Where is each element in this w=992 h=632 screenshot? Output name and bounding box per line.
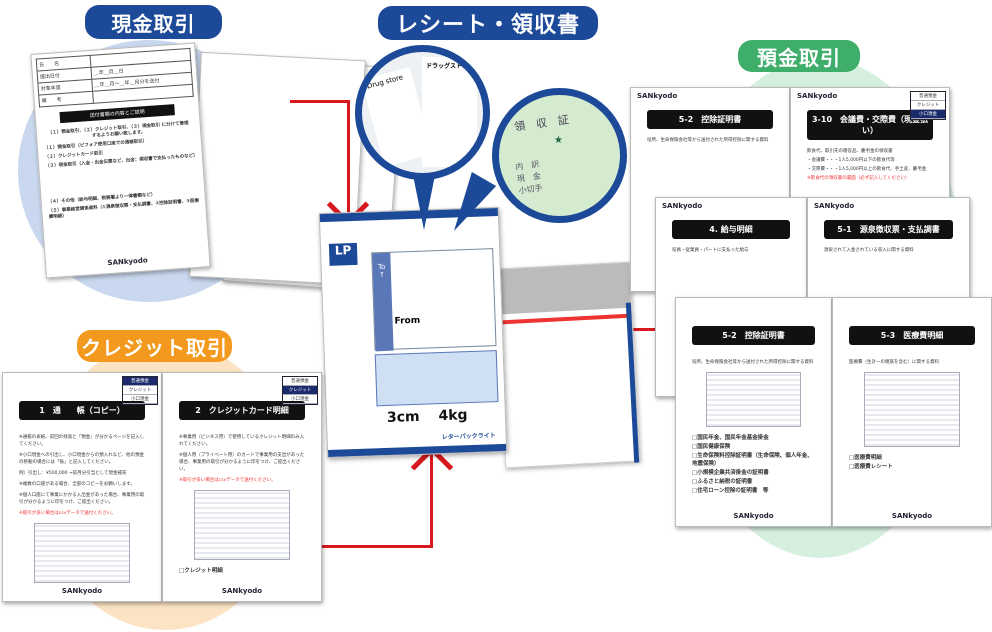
letter-pack-logo: LP [328, 242, 358, 266]
document-note: ※飲食代の領収書の裏面（必ず記入してください） [807, 176, 910, 181]
checklist-item: □国民健康保険 [692, 444, 731, 450]
receipts-lens: Drug store ドラッグストア [355, 45, 490, 180]
checklist-item: □クレジット明細 [179, 568, 223, 574]
checklist-item: □医療費レシート [849, 464, 893, 470]
document-note: ※取引が多い場合はcsvデータで送付ください。 [179, 478, 276, 483]
document-text: ※事業用（ビジネス用）で使用しているクレジット明細のみ入れてください。 [179, 435, 305, 447]
checklist-item: □医療費明細 [849, 455, 882, 461]
document-page: 5-2 控除証明書役所、生命保険会社等から送付された所得控除に関する資料 □国民年… [675, 297, 832, 527]
form-row-label: 備 考 [41, 96, 62, 105]
letter-pack-envelope: LP To↑ From 3cm 4kg レターパックライト [318, 206, 508, 459]
document-image [864, 372, 960, 447]
ryoshu-lens: 領 収 証 ★ 内 訳 現 金 小切手 [492, 88, 627, 223]
form-heading: 送付書類の内容とご説明 [59, 104, 175, 124]
account-tag: クレジット [911, 101, 945, 110]
logo: SANkyodo [733, 512, 774, 520]
document-text: ※小口現金への引出し、小口現金からの預入れなど、他の預金の移動の場合には「振」と… [19, 453, 145, 465]
connector-cash [290, 100, 350, 103]
form-row-label: 氏 名 [38, 61, 60, 69]
document-title: 5-3 医療費明細 [849, 326, 975, 345]
account-tag: 普通預金 [283, 377, 317, 386]
form-row-label: 対象年度 [40, 84, 62, 93]
account-tag: クレジット [123, 386, 157, 395]
account-tag: 普通預金 [123, 377, 157, 386]
document-text: 例）引出し：¥500,000 →前月分引当として現金補充 [19, 471, 127, 476]
deposit-label: 預金取引 [738, 40, 860, 72]
receipt-title: 領 収 証 [513, 113, 570, 134]
envelope-back [494, 261, 641, 469]
document-text: ※複数の口座がある場合、全部のコピーをお願いします。 [19, 482, 135, 487]
account-tag: クレジット [283, 386, 317, 395]
size-limit: 3cm [386, 408, 420, 426]
document-text: ※個人用（プライベート用）のカードで事業用の支出があった場合、事業用の取引が分か… [179, 453, 305, 472]
cash-form: 氏 名提出日付＿年＿月＿日対象年度＿年＿月～＿年＿月分を送付備 考送付書類の内容… [30, 42, 211, 279]
logo: SANkyodo [797, 92, 838, 100]
connector-cash [347, 100, 350, 220]
document-text: 飲食代、取引先の贈答品、慶弔金の領収書 [807, 149, 893, 154]
account-tag: 普通預金 [911, 92, 945, 101]
document-image [194, 490, 290, 560]
document-text: ※個人口座にて事業にかかる入出金があった場合、事業用の取引が分かるように印をつけ… [19, 493, 145, 505]
document-text: 役所、生命保険会社等から送付された所得控除に関する資料 [647, 138, 769, 143]
document-text: 役所、生命保険会社等から送付された所得控除に関する資料 [692, 360, 814, 365]
document-text: 医療費（生計一の親族を含む）に関する資料 [849, 360, 939, 365]
logo: SANkyodo [662, 202, 703, 210]
document-text: 源泉されて入金されている収入に関する資料 [824, 248, 914, 253]
cash-label: 現金取引 [85, 5, 222, 39]
document-text: ・交際費・・・1人5,000円以上の飲食代、手土産、慶弔金 [807, 167, 927, 172]
logo: SANkyodo [61, 587, 103, 595]
brand: レターパックライト [441, 432, 496, 442]
document-title: 5-2 控除証明書 [647, 110, 773, 129]
document-page: 5-3 医療費明細医療費（生計一の親族を含む）に関する資料 □医療費明細 □医療費レ… [832, 297, 992, 527]
document-note: ※取引が多い場合はcsvデータで送付ください。 [19, 511, 116, 516]
account-tag: 小口現金 [911, 110, 945, 119]
logo: SANkyodo [814, 202, 855, 210]
document-text: ・会議費・・・1人5,000円以下の飲食代等 [807, 158, 895, 163]
document-title: 4. 給与明細 [672, 220, 790, 239]
connector-credit [430, 450, 433, 548]
logo: SANkyodo [107, 256, 148, 268]
receipt-label: レシート・領収書 [378, 6, 598, 40]
account-tags: 普通預金クレジット小口現金 [910, 91, 946, 120]
account-tags: 普通預金クレジット小口現金 [282, 376, 318, 405]
document-text: 役員・従業員・パートに支払った給与 [672, 248, 749, 253]
document-title: 2 クレジットカード明細 [179, 401, 305, 420]
connector-credit [322, 545, 432, 548]
arrow-up-icon: ↑ [378, 270, 386, 280]
form-table: 氏 名提出日付＿年＿月＿日対象年度＿年＿月～＿年＿月分を送付備 考 [36, 48, 194, 108]
credit-label: クレジット取引 [77, 330, 232, 362]
logo: SANkyodo [637, 92, 678, 100]
document-text: ※通帳の表紙、前回の残高と「預金」が分かるページを記入してください。 [19, 435, 145, 447]
account-tag: 小口現金 [123, 395, 157, 404]
checklist-item: □ふるさと納税の証明書 [692, 479, 753, 485]
weight-limit: 4kg [438, 407, 468, 425]
document-title: 5-2 控除証明書 [692, 326, 815, 345]
form-date: ＿年＿月＿日 [93, 68, 124, 77]
drugstore-receipt-jp: ドラッグストア [422, 57, 477, 167]
document-image [706, 372, 801, 427]
checklist-item: □小規模企業共済掛金の証明書 [692, 470, 769, 476]
form-row-label: 提出日付 [39, 73, 61, 81]
account-tag: 小口現金 [283, 395, 317, 404]
checklist-item: □生命保険料控除証明書（生命保険、個人年金、地震保険） [692, 453, 813, 467]
document-image [34, 523, 130, 583]
checklist-item: □住宅ローン控除の証明書 等 [692, 488, 769, 494]
logo: SANkyodo [891, 512, 933, 520]
check-label-field: 小切手 [518, 183, 544, 196]
account-tags: 普通預金クレジット小口現金 [122, 376, 158, 405]
document-title: 5-1 源泉徴収票・支払調書 [824, 220, 953, 239]
checklist-item: □国民年金、国民年金基金掛金 [692, 435, 769, 441]
star-icon: ★ [554, 135, 563, 146]
from-label: From [394, 315, 421, 327]
logo: SANkyodo [221, 587, 263, 595]
document-title: 1 通 帳（コピー） [19, 401, 145, 420]
